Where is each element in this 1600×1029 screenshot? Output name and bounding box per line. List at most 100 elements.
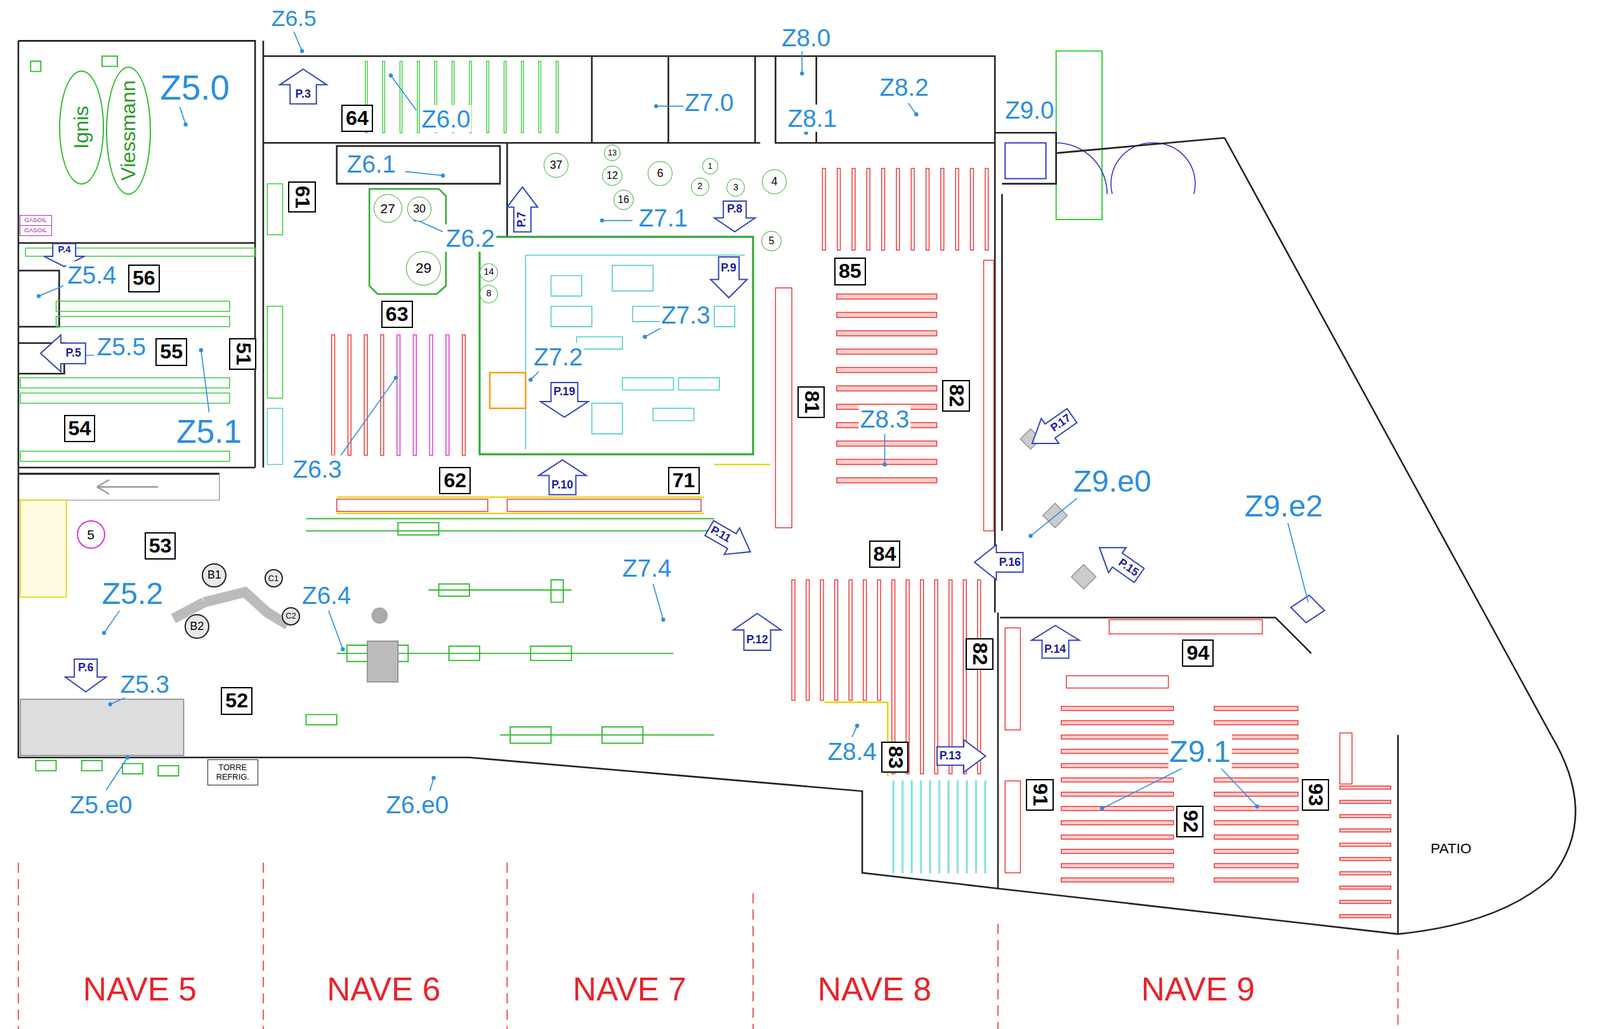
tank-circle: 5: [761, 230, 782, 252]
machine-circle: C1: [264, 569, 283, 588]
area-number-box: 61: [288, 181, 316, 214]
area-number: 1: [708, 161, 713, 171]
flow-arrow: [97, 479, 159, 495]
area-number: 61: [290, 185, 313, 209]
bay-label: NAVE 7: [571, 970, 688, 1007]
label-holder: Z7.1: [637, 204, 689, 232]
rack: [820, 579, 824, 701]
arrow-outline: [714, 201, 755, 232]
door-label: P.16: [999, 556, 1021, 569]
area-number: 84: [873, 543, 897, 566]
label-holder: Z6.4: [300, 582, 353, 610]
door-label: P.5: [65, 347, 81, 360]
tower-box: TORRE REFRIG.: [207, 759, 259, 787]
area-number-box: 94: [1181, 639, 1214, 667]
shelf: [20, 393, 230, 404]
rack: [347, 334, 351, 456]
door-arrow: P.8: [714, 201, 755, 232]
zone-label: Z6.e0: [384, 791, 450, 819]
area-number: 62: [443, 469, 467, 492]
area-number: 54: [68, 417, 92, 440]
area-number: 82: [944, 384, 967, 408]
zone-label: Z5.3: [119, 670, 171, 698]
zone-label: Z8.4: [826, 737, 878, 766]
racks: [20, 61, 1391, 919]
rack: [848, 579, 853, 701]
door-arrow: P.16: [974, 544, 1024, 580]
rack: [836, 385, 938, 391]
equipment: [489, 372, 526, 408]
rack: [445, 334, 450, 456]
zone-label: Z6.4: [300, 581, 353, 610]
tank-circle: 27: [373, 194, 403, 223]
rack: [836, 459, 938, 465]
arrow-outline: [937, 739, 986, 773]
rack: [1061, 878, 1174, 882]
label-holder: Z9.e2: [1243, 489, 1325, 523]
area-number-box: 63: [381, 300, 414, 328]
rack: [462, 334, 466, 456]
door-label: P.3: [295, 88, 311, 101]
rack: [1061, 720, 1174, 725]
area-number: 29: [415, 260, 432, 277]
area-number-box: 56: [128, 264, 160, 292]
door-arrow: P.14: [1031, 625, 1080, 658]
area-number-box: 81: [797, 386, 825, 419]
arrow-outline: [1031, 625, 1080, 658]
machine-circle: C2: [281, 607, 301, 626]
area-number: TORRE REFRIG.: [209, 763, 256, 781]
leader-line: [38, 31, 1309, 809]
rack: [837, 168, 841, 251]
rack: [836, 477, 938, 483]
rack: [836, 348, 938, 355]
area-number-box: 52: [220, 687, 253, 715]
door-arrow: P.17: [1023, 402, 1081, 456]
door-arrow: P.10: [538, 459, 587, 495]
tank-circle: 29: [406, 251, 441, 287]
tank-circle: 6: [647, 161, 673, 186]
rack: [382, 61, 385, 134]
zone-label: Z9.e2: [1243, 488, 1325, 523]
rack: [1061, 792, 1174, 797]
area-number: 51: [231, 342, 254, 366]
rack: [1214, 863, 1299, 868]
rack: [1214, 878, 1299, 882]
door-label: P.19: [553, 385, 575, 398]
label-holder: Z5.2: [100, 577, 165, 611]
rack: [1061, 849, 1174, 854]
rack: [1214, 720, 1299, 725]
zone-label: Z9.0: [1003, 95, 1056, 124]
tank-circle: 8: [479, 284, 499, 304]
zone-label: Z6.3: [291, 455, 344, 483]
rack: [920, 780, 922, 873]
area-number: 27: [380, 201, 396, 216]
door-arrow: P.9: [710, 256, 748, 298]
zone-label: Z6.1: [345, 150, 398, 178]
area-number: 93: [1304, 783, 1327, 807]
rack: [417, 61, 420, 134]
area-number-box: 91: [1025, 779, 1054, 811]
rack: [1339, 843, 1391, 847]
bay-label: NAVE 9: [1140, 970, 1257, 1007]
label-holder: Z7.4: [621, 555, 673, 582]
label-holder: Z5.e0: [68, 791, 134, 819]
rack: [966, 780, 968, 873]
area-number: 71: [672, 469, 696, 492]
area-number: 37: [550, 159, 563, 172]
door-label: P.9: [720, 262, 736, 275]
area-number-box: 51: [229, 338, 257, 370]
label-holder: Z8.0: [780, 24, 832, 51]
tank-circle: 2: [690, 177, 710, 197]
rack: [970, 168, 974, 251]
arrow-outline: [733, 613, 781, 651]
machine: [371, 607, 388, 624]
rack: [1214, 706, 1299, 711]
boiler-ellipse: Ignis: [59, 70, 105, 185]
rack: [1061, 806, 1174, 811]
rack: [1108, 619, 1262, 635]
label-holder: Z6.2: [444, 225, 497, 252]
shelf: [20, 377, 230, 388]
area-number-box: 85: [834, 257, 866, 285]
rack: [400, 61, 403, 134]
rack: [791, 579, 795, 701]
